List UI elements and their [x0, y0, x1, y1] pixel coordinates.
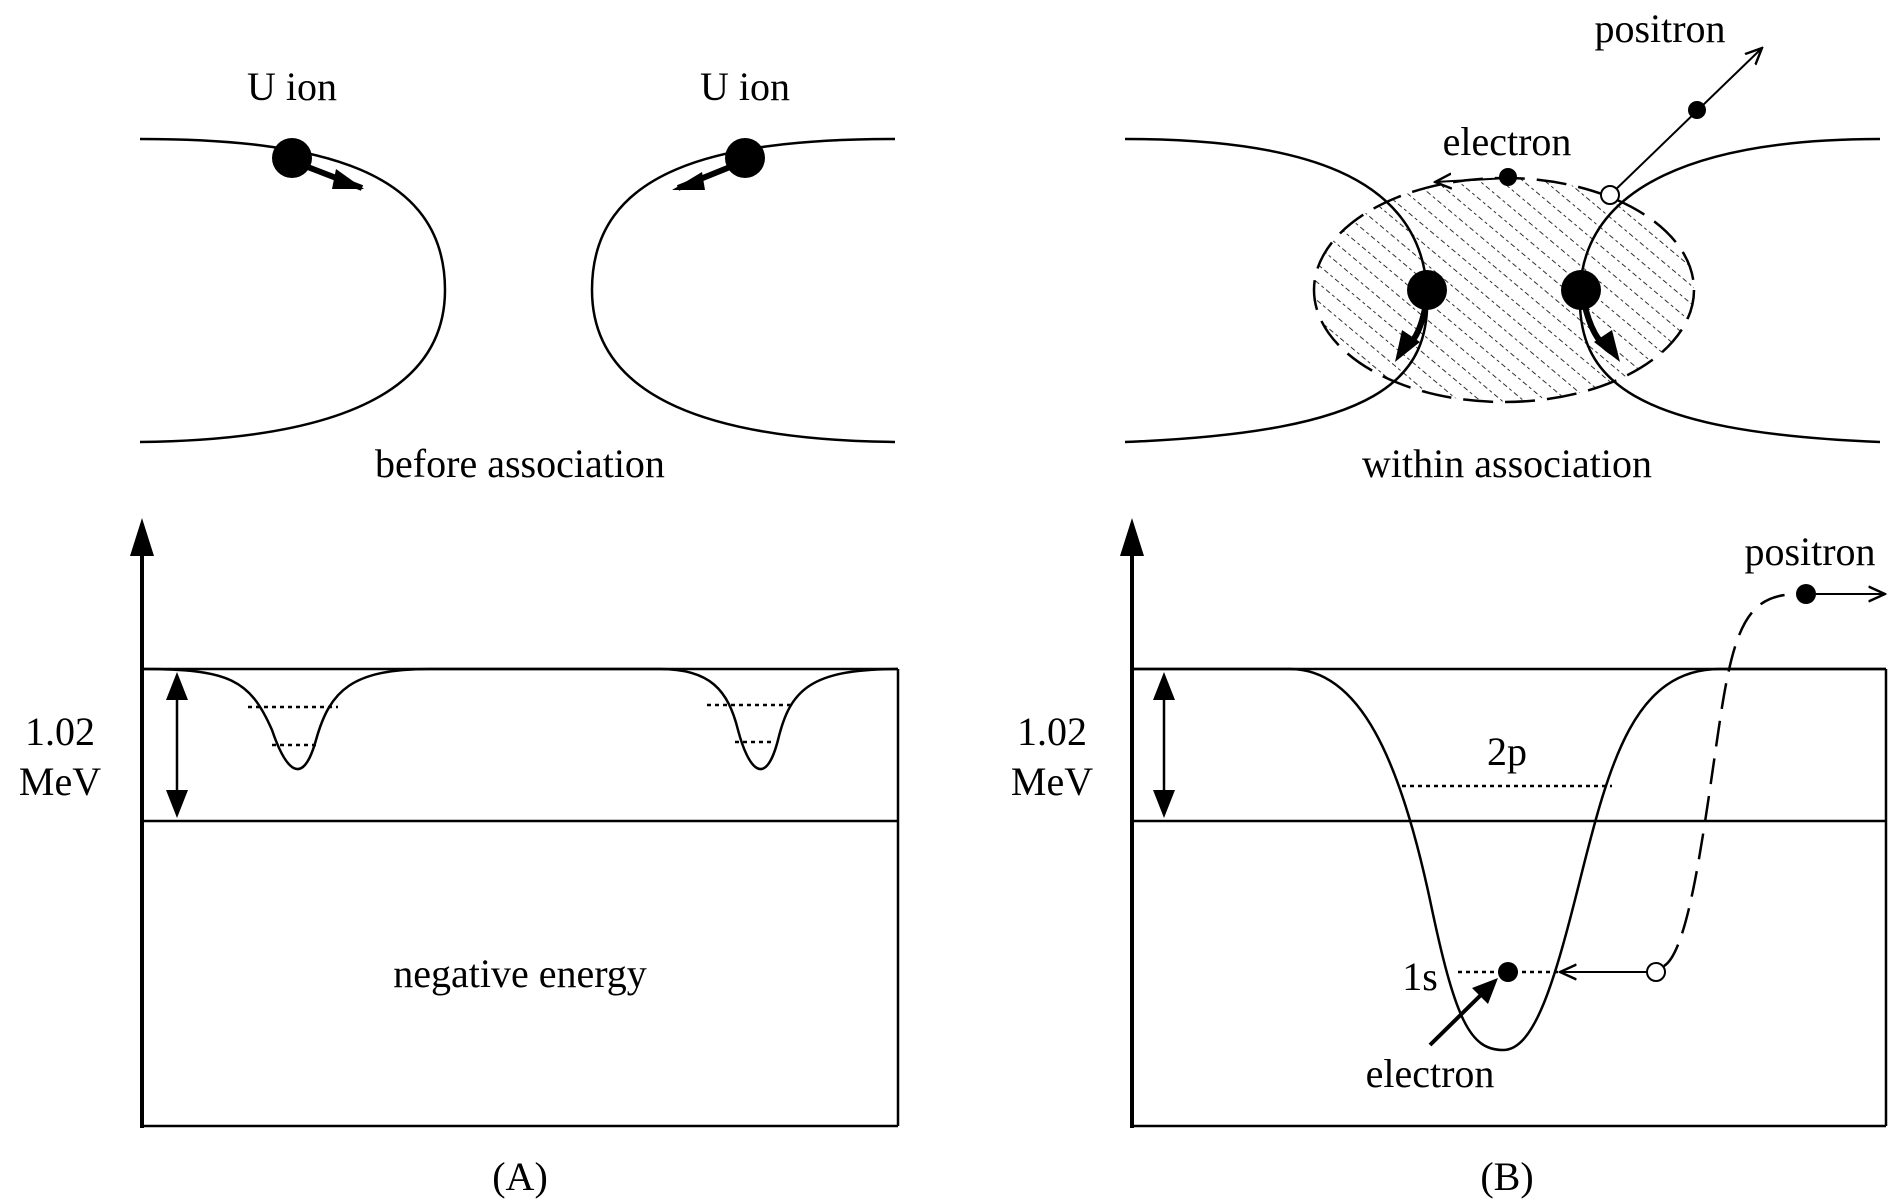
panel-a-gap-arrow-bottom [166, 790, 188, 818]
panel-b-axis-arrowhead [1120, 518, 1144, 556]
panel-b-energy-unit: MeV [1011, 759, 1093, 804]
panel-a-top-caption: before association [375, 441, 665, 486]
hole-in-continuum [1646, 962, 1666, 982]
panel-b-energy-value: 1.02 [1017, 709, 1087, 754]
electron-pointer-arrow [1428, 986, 1490, 1047]
right-u-ion-b [1561, 270, 1601, 310]
panel-b-trajectories: electron positron within association [1124, 6, 1881, 486]
left-ion-arrowhead [332, 169, 364, 189]
panel-a-potential-curve [141, 667, 899, 771]
right-ion-arrowhead [672, 172, 705, 190]
panel-a-trajectories: U ion U ion before association [139, 64, 896, 486]
level-2p-label: 2p [1487, 729, 1527, 774]
electron-top-label: electron [1443, 119, 1572, 164]
electron-top-arrow [1435, 178, 1509, 182]
panel-b-gap-arrow-bottom [1153, 790, 1175, 818]
panel-a-label: (A) [492, 1154, 548, 1199]
electron-top-dot [1499, 168, 1517, 186]
right-u-ion [725, 138, 765, 178]
panel-b-potential-curve [1132, 667, 1886, 1052]
left-ion-label: U ion [247, 64, 337, 109]
positron-top-trajectory [1609, 48, 1762, 196]
panel-a-energy-diagram: 1.02 MeV negative energy (A) [19, 518, 900, 1199]
panel-a-energy-unit: MeV [19, 759, 101, 804]
right-ion-b-arrowhead [1594, 330, 1620, 362]
positron-top-dot [1688, 101, 1706, 119]
right-ion-trajectory [590, 137, 896, 444]
positron-bottom-dot [1796, 584, 1816, 604]
panel-a-energy-value: 1.02 [25, 709, 95, 754]
negative-energy-label: negative energy [393, 951, 647, 996]
right-ion-label: U ion [700, 64, 790, 109]
positron-top-label: positron [1594, 6, 1725, 51]
positron-bottom-label: positron [1744, 529, 1875, 574]
panel-b-gap-arrow-top [1153, 672, 1175, 700]
electron-bottom-label: electron [1366, 1051, 1495, 1096]
left-u-ion-b [1407, 270, 1447, 310]
panel-b-label: (B) [1480, 1154, 1533, 1199]
electron-1s-dot [1498, 962, 1518, 982]
panel-a-axis-arrowhead [130, 518, 154, 556]
positron-emission-path [1663, 592, 1801, 968]
level-1s-label: 1s [1402, 954, 1438, 999]
left-ion-trajectory [139, 137, 447, 444]
positron-hole [1600, 185, 1620, 205]
quasi-molecule-region [1312, 176, 1696, 404]
panel-b-top-caption: within association [1362, 441, 1652, 486]
panel-a-gap-arrow-top [166, 672, 188, 700]
electron-pointer-arrowhead [1472, 978, 1498, 1004]
panel-b-energy-diagram: 1.02 MeV 2p 1s positron electron (B) [1011, 518, 1888, 1199]
left-ion-b-arrowhead [1395, 330, 1420, 362]
left-u-ion [272, 138, 312, 178]
